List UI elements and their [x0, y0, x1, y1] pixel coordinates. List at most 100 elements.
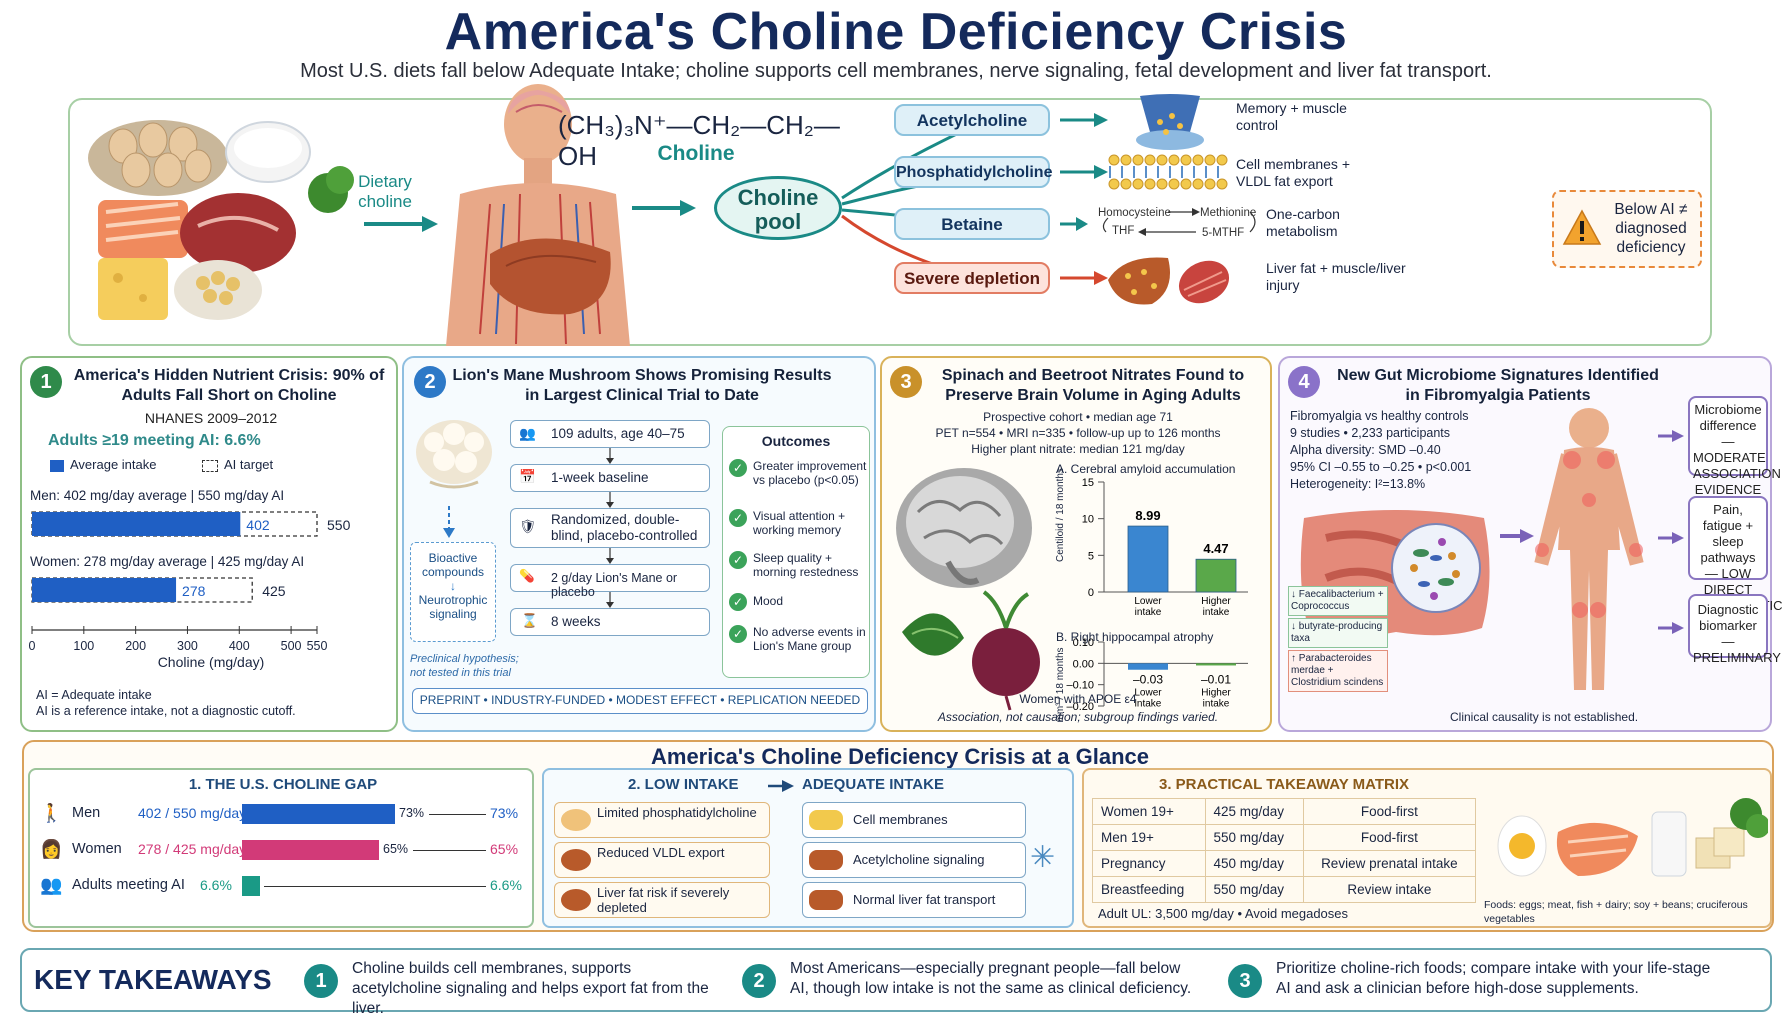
choline-pool-label: Choline pool: [737, 185, 819, 234]
taxa-up: ↑ Parabacteroides merdae + Clostridium s…: [1288, 650, 1388, 692]
choline-pool-node: Choline pool: [714, 176, 842, 240]
adequate-intake-title: ADEQUATE INTAKE: [802, 776, 944, 793]
category-label: intake: [1135, 607, 1162, 618]
taxa-down-2: ↓ butyrate-producing taxa: [1288, 618, 1388, 648]
action-cell: Food-first: [1302, 798, 1477, 825]
arrow-down-icon: ↓: [450, 579, 456, 593]
category-label: Lower: [1134, 596, 1162, 607]
gap-row-pct: 73%: [490, 805, 519, 821]
mechanism-note: Preclinical hypothesis; not tested in th…: [410, 653, 519, 679]
check-icon: ✓: [729, 625, 747, 643]
women-intake-label: Women: 278 mg/day average | 425 mg/day A…: [30, 554, 305, 569]
low-intake-label: Limited phosphatidylcholine: [597, 805, 757, 820]
takeaway-number: 1: [304, 964, 338, 998]
branch-severe-depletion: Severe depletion: [894, 262, 1050, 294]
outcome-label: Sleep quality + morning restedness: [753, 551, 859, 579]
takeaway-matrix-box: 3. PRACTICAL TAKEAWAY MATRIX Women 19+42…: [1082, 768, 1772, 928]
outcome-item: ✓Visual attention + working memory: [729, 509, 869, 537]
panel-nitrates-brain: 3 Spinach and Beetroot Nitrates Found to…: [880, 356, 1272, 732]
men-intake-label: Men: 402 mg/day average | 550 mg/day AI: [30, 488, 285, 503]
fatty-liver-icon: [561, 889, 591, 911]
x-tick-label: 300: [177, 639, 198, 653]
food-sources-note: Foods: eggs; meat, fish + dairy; soy + b…: [1484, 899, 1748, 925]
result-liver-fat: Liver fat + muscle/liver injury: [1266, 260, 1406, 293]
gap-bar: [242, 840, 379, 860]
synapse-icon: [1136, 94, 1204, 150]
evidence-biomarker: Diagnostic biomarker — PRELIMINARY: [1688, 594, 1781, 665]
trial-step-label: 2 g/day Lion's Mane or placebo: [551, 571, 678, 599]
trial-step-label: Randomized, double-blind, placebo-contro…: [551, 512, 698, 543]
matrix-title: 3. PRACTICAL TAKEAWAY MATRIX: [1158, 776, 1410, 793]
hippocampal-bar: [1196, 663, 1236, 666]
gap-bar: [242, 804, 395, 824]
causation-note: Association, not causation; subgroup fin…: [937, 710, 1219, 724]
low-intake-title: 2. LOW INTAKE: [628, 776, 739, 793]
y-tick-label: 15: [1082, 477, 1094, 489]
intake-comparison-box: 2. LOW INTAKE ADEQUATE INTAKE Limited ph…: [542, 768, 1074, 928]
legend-swatch-ai: [202, 460, 218, 472]
action-cell: Review intake: [1302, 876, 1477, 903]
x-tick-label: 500: [281, 639, 302, 653]
human-body-illustration: [446, 84, 630, 346]
choline-foods-illustration: [1497, 798, 1768, 877]
cell-membrane-icon: [1108, 154, 1228, 190]
gap-bar-pct: 73%: [399, 806, 425, 820]
choline-foods-illustration: [88, 120, 354, 320]
chart-a-title: A. Cerebral amyloid accumulation: [1056, 462, 1236, 476]
check-icon: ✓: [729, 459, 747, 477]
bar-value-label: –0.03: [1133, 672, 1163, 686]
gap-row-pct: 65%: [490, 841, 519, 857]
outcome-item: ✓Mood: [729, 593, 869, 611]
brain-vegetables-illustration: [896, 468, 1040, 711]
adequate-intake-label: Normal liver fat transport: [853, 892, 996, 907]
gap-row-label: Women: [72, 841, 122, 857]
mechanism-bioactive: Bioactive compounds: [421, 551, 485, 579]
liver-icon: [809, 890, 843, 910]
calendar-icon: 📅: [519, 469, 536, 484]
takeaway-number: 3: [1228, 964, 1262, 998]
trial-step: 🛡 Randomized, double-blind, placebo-contr…: [510, 508, 710, 548]
shield-icon: 🛡: [519, 519, 537, 534]
trial-step: 💊2 g/day Lion's Mane or placebo: [510, 564, 710, 599]
life-stage-cell: Women 19+: [1092, 798, 1206, 825]
y-tick-label: 0: [1088, 587, 1094, 599]
outcome-label: Greater improvement vs placebo (p<0.05): [753, 459, 867, 487]
mechanism-box: Bioactive compounds ↓ Neurotrophic signa…: [410, 542, 496, 642]
gap-row-label: Adults meeting AI: [72, 877, 185, 893]
stat-ci: 95% CI –0.55 to –0.25 • p<0.001: [1290, 460, 1472, 474]
chart-b-title: B. Right hippocampal atrophy: [1056, 630, 1214, 644]
data-source: NHANES 2009–2012: [144, 410, 278, 426]
result-memory: Memory + muscle control: [1236, 100, 1347, 133]
low-intake-item: Limited phosphatidylcholine: [554, 802, 770, 838]
neuron-icon: ✳: [1030, 841, 1056, 874]
action-cell: Review prenatal intake: [1302, 850, 1477, 877]
page-subtitle: Most U.S. diets fall below Adequate Inta…: [300, 60, 1492, 82]
ai-value-cell: 425 mg/day: [1204, 798, 1304, 825]
result-one-carbon: One-carbon metabolism: [1266, 206, 1340, 239]
panel-title: Spinach and Beetroot Nitrates Found to P…: [941, 367, 1245, 404]
amyloid-bar: [1195, 558, 1237, 593]
adults-meeting-ai-stat: Adults ≥19 meeting AI: 6.6%: [48, 432, 261, 449]
takeaway-2: Most Americans—especially pregnant peopl…: [790, 960, 1192, 997]
glance-title: America's Choline Deficiency Crisis at a…: [651, 744, 1149, 769]
nitrate-meta: Higher plant nitrate: median 121 mg/day: [971, 442, 1185, 456]
gap-title: 1. THE U.S. CHOLINE GAP: [188, 776, 378, 793]
result-membranes: Cell membranes + VLDL fat export: [1236, 156, 1350, 189]
category-label: Higher: [1201, 687, 1231, 698]
evidence-pain-pathways: Pain, fatigue + sleep pathways — LOW DIR…: [1688, 496, 1783, 629]
choline-formula-name: Choline: [657, 142, 735, 165]
bar-value-label: –0.01: [1201, 672, 1231, 686]
dietary-choline-label: Dietary choline: [358, 172, 412, 211]
category-label: Lower: [1134, 687, 1162, 698]
warning-box: Below AI ≠ diagnosed deficiency: [1552, 190, 1702, 268]
outcome-label: No adverse events in Lion's Mane group: [753, 625, 866, 653]
lions-mane-mushroom-illustration: [416, 420, 492, 489]
group-icon: 👥: [40, 875, 63, 895]
panel-number: 1: [30, 366, 62, 398]
panel-gut-microbiome: 4 New Gut Microbiome Signatures Identifi…: [1278, 356, 1783, 732]
outcome-item: ✓ Greater improvement vs placebo (p<0.05): [729, 459, 869, 487]
stat-studies: 9 studies • 2,233 participants: [1290, 426, 1451, 440]
